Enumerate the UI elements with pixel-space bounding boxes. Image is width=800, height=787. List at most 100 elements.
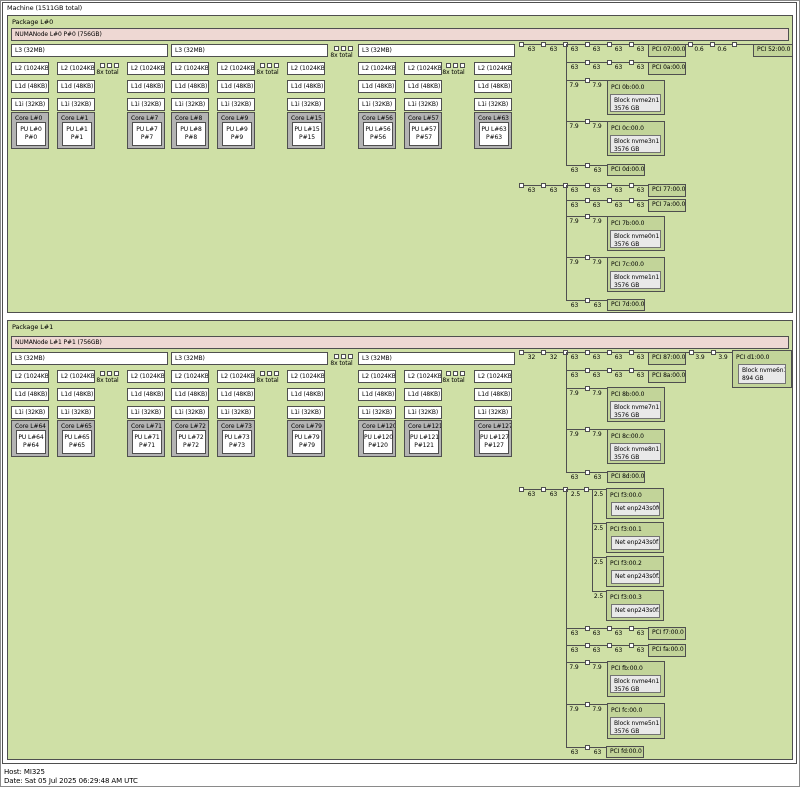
pu-pnum: P#64: [23, 442, 39, 449]
pu-pnum: P#57: [416, 134, 432, 141]
pu-pnum: P#0: [24, 134, 38, 141]
pci-bridge-square: [519, 183, 524, 188]
pci-link-line: [686, 352, 732, 353]
link-speed-label: 63: [570, 647, 579, 654]
ellipsis-dot: [453, 371, 458, 376]
pci-bridge-square: [519, 350, 524, 355]
l2-cache: L2 (1024KB): [404, 370, 442, 383]
pci-bridge-square: [629, 626, 634, 631]
ellipsis-dot: [267, 63, 272, 68]
ellipsis-label: 8x total: [330, 360, 353, 367]
pci-bridge-square: [629, 60, 634, 65]
pci-bridge-square: [585, 643, 590, 648]
ellipsis-dot: [348, 354, 353, 359]
l2-cache: L2 (1024KB): [287, 370, 325, 383]
ellipsis-dot: [100, 371, 105, 376]
link-speed-label: 2.5: [593, 491, 604, 498]
pci-bridge-square: [585, 298, 590, 303]
block-size: 3576 GB: [614, 146, 640, 153]
link-speed-label: 63: [570, 187, 579, 194]
date-label: Date: Sat 05 Jul 2025 06:29:48 AM UTC: [4, 777, 138, 785]
pci-bridge-square: [585, 214, 590, 219]
link-speed-label: 63: [570, 372, 579, 379]
ellipsis-dot: [460, 63, 465, 68]
pci-device: PCI 77:00.0: [648, 184, 686, 197]
l2-cache: L2 (1024KB): [404, 62, 442, 75]
link-speed-label: 63: [549, 46, 558, 53]
core-label: Core L#121: [408, 423, 442, 430]
block-size: 3576 GB: [614, 686, 640, 693]
pci-bridge-square: [585, 78, 590, 83]
link-speed-label: 63: [593, 167, 602, 174]
link-speed-label: 63: [570, 749, 579, 756]
l2-cache: L2 (1024KB): [358, 370, 396, 383]
l1d-cache: L1d (48KB): [404, 388, 442, 401]
l1i-cache: L1i (32KB): [404, 98, 442, 111]
l1i-cache: L1i (32KB): [127, 98, 165, 111]
ellipsis-label: 8x total: [256, 69, 279, 76]
pu-label: PU L#8: [180, 126, 202, 133]
pu-label: PU L#63: [481, 126, 507, 133]
link-speed-label: 63: [593, 749, 602, 756]
pu-pnum: P#9: [230, 134, 244, 141]
core-label: Core L#57: [408, 115, 439, 122]
pci-bridge-square: [629, 42, 634, 47]
l2-cache: L2 (1024KB): [217, 370, 255, 383]
link-speed-label: 0.6: [717, 46, 727, 53]
link-speed-label: 63: [592, 647, 601, 654]
pu-label: PU L#71: [134, 434, 160, 441]
pci-bridge-square: [541, 487, 546, 492]
pci-bridge-square: [689, 350, 694, 355]
l2-cache: L2 (1024KB): [11, 370, 49, 383]
pci-device: PCI 7d:00.0: [607, 299, 645, 311]
link-speed-label: 63: [636, 372, 645, 379]
block-size: 3576 GB: [614, 105, 640, 112]
pci-subtrunk-line: [592, 489, 593, 592]
block-size: 894 GB: [742, 375, 764, 382]
link-speed-label: 63: [636, 202, 645, 209]
pci-bridge-square: [607, 198, 612, 203]
link-speed-label: 63: [614, 64, 623, 71]
pci-bridge-square: [585, 386, 590, 391]
l2-cache: L2 (1024KB): [127, 62, 165, 75]
link-speed-label: 3.9: [695, 354, 705, 361]
pci-bridge-square: [585, 660, 590, 665]
l1d-cache: L1d (48KB): [287, 388, 325, 401]
block-name: Block nvme6n1: [742, 367, 786, 374]
l1i-cache: L1i (32KB): [474, 406, 512, 419]
pu-label: PU L#56: [365, 126, 391, 133]
link-speed-label: 63: [592, 354, 601, 361]
link-speed-label: 63: [527, 187, 536, 194]
net-device: Net enp243s0f2: [611, 570, 660, 584]
l1i-cache: L1i (32KB): [404, 406, 442, 419]
pci-device: PCI 87:00.0: [648, 352, 686, 365]
link-speed-label: 63: [614, 187, 623, 194]
link-speed-label: 63: [570, 630, 579, 637]
pu-pnum: P#79: [299, 442, 315, 449]
pci-bridge-square: [711, 350, 716, 355]
pci-bridge-square: [710, 42, 715, 47]
link-speed-label: 7.9: [569, 390, 579, 397]
pci-bridge-square: [585, 42, 590, 47]
host-label: Host: MI325: [4, 768, 45, 776]
block-name: Block nvme1n1: [614, 274, 660, 281]
link-speed-label: 63: [593, 302, 602, 309]
pci-trunk-line: [566, 489, 567, 748]
